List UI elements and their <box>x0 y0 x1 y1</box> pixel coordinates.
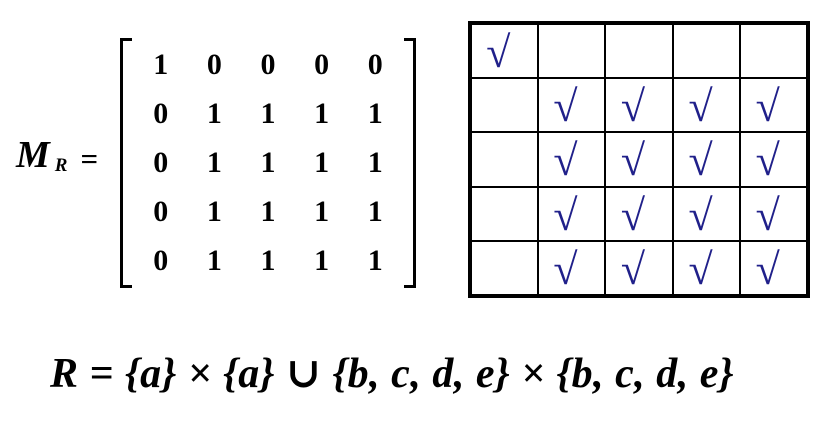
matrix-equals-sign: = <box>80 141 99 176</box>
matrix-cell-r3c5: 1 <box>367 145 383 179</box>
grid-cell-r5c1 <box>469 239 539 298</box>
checkmark-icon: √ <box>553 136 578 186</box>
grid-cell-r5c5: √ <box>739 239 809 298</box>
grid-row-5: √ √ √ √ <box>469 239 809 298</box>
matrix-cell-r5c1: 0 <box>153 244 169 278</box>
matrix-cell-r4c4: 1 <box>314 195 330 229</box>
grid-cell-r2c3: √ <box>604 77 674 134</box>
matrix-cell-r1c5: 0 <box>367 47 383 81</box>
checkmark-icon: √ <box>755 244 780 294</box>
matrix-cell-r2c4: 1 <box>314 96 330 130</box>
grid-cell-r2c2: √ <box>536 77 607 134</box>
checkmark-icon: √ <box>755 136 780 186</box>
grid-row-3: √ √ √ √ <box>469 131 809 188</box>
checkmark-icon: √ <box>755 82 780 132</box>
grid-cell-r3c2: √ <box>536 131 607 188</box>
matrix-cell-r5c3: 1 <box>260 244 276 278</box>
matrix-cell-r4c2: 1 <box>206 195 222 229</box>
matrix-cell-r3c2: 1 <box>206 145 222 179</box>
grid-cell-r2c5: √ <box>739 77 809 134</box>
grid-cell-r5c3: √ <box>604 239 674 298</box>
matrix-symbol: M <box>16 134 50 176</box>
grid-cell-r1c5 <box>739 21 809 80</box>
matrix-cell-r1c2: 0 <box>206 47 222 81</box>
matrix-cell-r4c1: 0 <box>153 195 169 229</box>
grid-cell-r4c5: √ <box>739 185 809 242</box>
grid-row-1: √ <box>469 21 809 80</box>
matrix-cell-r5c5: 1 <box>367 244 383 278</box>
matrix-left-bracket <box>120 38 132 288</box>
grid-cell-r5c2: √ <box>536 239 607 298</box>
checkmark-icon: √ <box>553 244 578 294</box>
matrix-cell-r2c5: 1 <box>367 96 383 130</box>
grid-cell-r3c5: √ <box>739 131 809 188</box>
matrix-cell-r2c3: 1 <box>260 96 276 130</box>
checkmark-icon: √ <box>620 82 646 132</box>
checkmark-icon: √ <box>486 28 511 78</box>
adjacency-matrix: 1 0 0 0 0 0 1 1 1 1 0 1 1 1 1 0 1 1 1 1 0 1 1 1 1 <box>120 38 416 288</box>
matrix-cell-r1c1: 1 <box>153 47 169 81</box>
matrix-cell-r1c4: 0 <box>314 47 330 81</box>
matrix-cell-r3c3: 1 <box>260 145 276 179</box>
matrix-cell-r3c1: 0 <box>153 145 169 179</box>
checkmark-icon: √ <box>620 136 646 186</box>
grid-cell-r4c1 <box>469 185 539 242</box>
checkmark-icon: √ <box>755 190 780 240</box>
checkmark-icon: √ <box>688 136 713 186</box>
checkmark-icon: √ <box>553 82 578 132</box>
checkmark-icon: √ <box>620 190 646 240</box>
matrix-cell-r5c2: 1 <box>206 244 222 278</box>
relation-grid-body: √√√√√√√√√√√√√√√√√ <box>469 21 809 298</box>
matrix-cell-r3c4: 1 <box>314 145 330 179</box>
grid-cell-r3c4: √ <box>671 131 742 188</box>
matrix-cell-r1c3: 0 <box>260 47 276 81</box>
matrix-cell-r4c5: 1 <box>367 195 383 229</box>
matrix-equation-label: M R = <box>16 136 98 175</box>
relation-formula: R = {a} × {a} ∪ {b, c, d, e} × {b, c, d,… <box>50 351 735 397</box>
checkmark-icon: √ <box>688 82 713 132</box>
matrix-subscript: R <box>54 155 68 176</box>
checkmark-icon: √ <box>688 190 713 240</box>
matrix-cell-r2c2: 1 <box>206 96 222 130</box>
grid-row-2: √ √ √ √ <box>469 77 809 134</box>
grid-cell-r3c3: √ <box>604 131 674 188</box>
grid-cell-r4c2: √ <box>536 185 607 242</box>
grid-cell-r1c4 <box>671 21 742 80</box>
checkmark-icon: √ <box>553 190 578 240</box>
grid-row-4: √ √ √ √ <box>469 185 809 242</box>
checkmark-icon: √ <box>620 244 646 294</box>
grid-cell-r3c1 <box>469 131 539 188</box>
matrix-cell-r5c4: 1 <box>314 244 330 278</box>
matrix-cell-r2c1: 0 <box>153 96 169 130</box>
matrix-values: 1 0 0 0 0 0 1 1 1 1 0 1 1 1 1 0 1 1 1 1 0 1 1 1 1 <box>132 38 404 288</box>
grid-cell-r2c4: √ <box>671 77 742 134</box>
relation-grid: √√√√√√√√√√√√√√√√√ <box>468 21 810 298</box>
grid-cell-r1c2 <box>536 21 607 80</box>
grid-cell-r2c1 <box>469 77 539 134</box>
grid-cell-r4c4: √ <box>671 185 742 242</box>
matrix-right-bracket <box>404 38 416 288</box>
matrix-cell-r4c3: 1 <box>260 195 276 229</box>
grid-cell-r5c4: √ <box>671 239 742 298</box>
grid-cell-r1c3 <box>604 21 674 80</box>
grid-cell-r1c1: √ <box>469 21 539 80</box>
grid-cell-r4c3: √ <box>604 185 674 242</box>
checkmark-icon: √ <box>688 244 713 294</box>
